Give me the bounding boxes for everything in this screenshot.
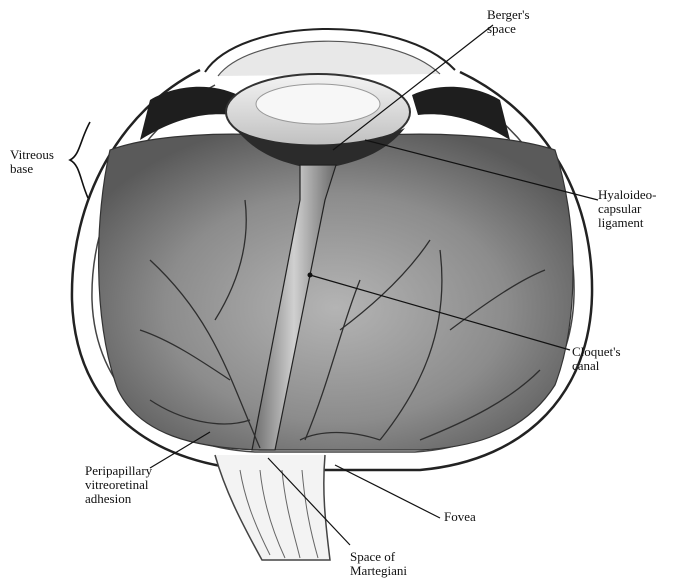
ciliary-body-right (412, 87, 510, 140)
label-line: vitreoretinal (85, 478, 152, 492)
leader-fovea (335, 465, 440, 518)
label-line: Berger's (487, 8, 530, 22)
label-line: Martegiani (350, 564, 407, 578)
label-line: Space of (350, 550, 407, 564)
label-cloquets-canal: Cloquet's canal (572, 345, 621, 373)
cloquets-canal-dot (308, 273, 313, 278)
label-line: adhesion (85, 492, 152, 506)
label-line: base (10, 162, 54, 176)
label-peripapillary-adhesion: Peripapillary vitreoretinal adhesion (85, 464, 152, 506)
vitreous-base-bracket (70, 122, 90, 198)
label-fovea: Fovea (444, 510, 476, 524)
vitreous-body (99, 134, 573, 450)
label-line: Peripapillary (85, 464, 152, 478)
label-line: ligament (598, 216, 656, 230)
label-space-of-martegiani: Space of Martegiani (350, 550, 407, 578)
label-bergers-space: Berger's space (487, 8, 530, 36)
lens-highlight (256, 84, 380, 124)
optic-nerve (215, 455, 330, 560)
label-hyaloideocapsular-ligament: Hyaloideo- capsular ligament (598, 188, 656, 230)
label-line: capsular (598, 202, 656, 216)
label-vitreous-base: Vitreous base (10, 148, 54, 176)
label-line: Hyaloideo- (598, 188, 656, 202)
label-line: canal (572, 359, 621, 373)
label-line: Vitreous (10, 148, 54, 162)
label-line: space (487, 22, 530, 36)
label-line: Cloquet's (572, 345, 621, 359)
label-line: Fovea (444, 510, 476, 524)
cornea-inner (218, 41, 440, 76)
